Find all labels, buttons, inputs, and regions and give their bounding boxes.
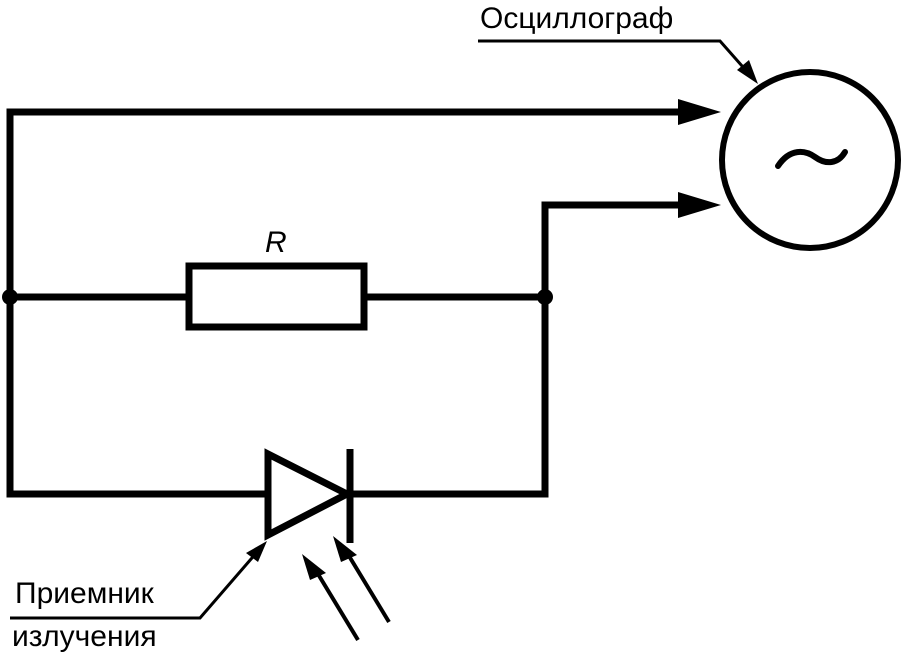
light-arrow-2-shaft — [347, 554, 391, 624]
oscilloscope-symbol — [719, 69, 901, 251]
oscilloscope-label: Осциллограф — [480, 2, 673, 35]
resistor — [185, 262, 368, 331]
receiver-leader — [10, 550, 260, 620]
wire-diode-left — [6, 293, 272, 498]
light-arrow-2-head — [333, 536, 357, 562]
light-arrow-1-shaft — [316, 572, 360, 642]
wire-top — [6, 108, 694, 301]
oscilloscope-leader — [478, 39, 752, 76]
wire-diode-right — [346, 293, 549, 498]
oscilloscope-leader-arrow — [737, 60, 758, 84]
receiver-leader-arrow — [246, 541, 267, 562]
wire-input-2 — [541, 201, 694, 301]
input-arrow-2 — [678, 192, 721, 218]
resistor-label: R — [265, 226, 287, 259]
receiver-label-line1: Приемник — [15, 577, 155, 610]
light-arrow-1-head — [302, 554, 326, 580]
diode-triangle — [264, 448, 355, 541]
input-arrow-1 — [678, 99, 721, 125]
tilde-icon — [775, 149, 848, 169]
receiver-label-line2: излучения — [12, 620, 157, 653]
